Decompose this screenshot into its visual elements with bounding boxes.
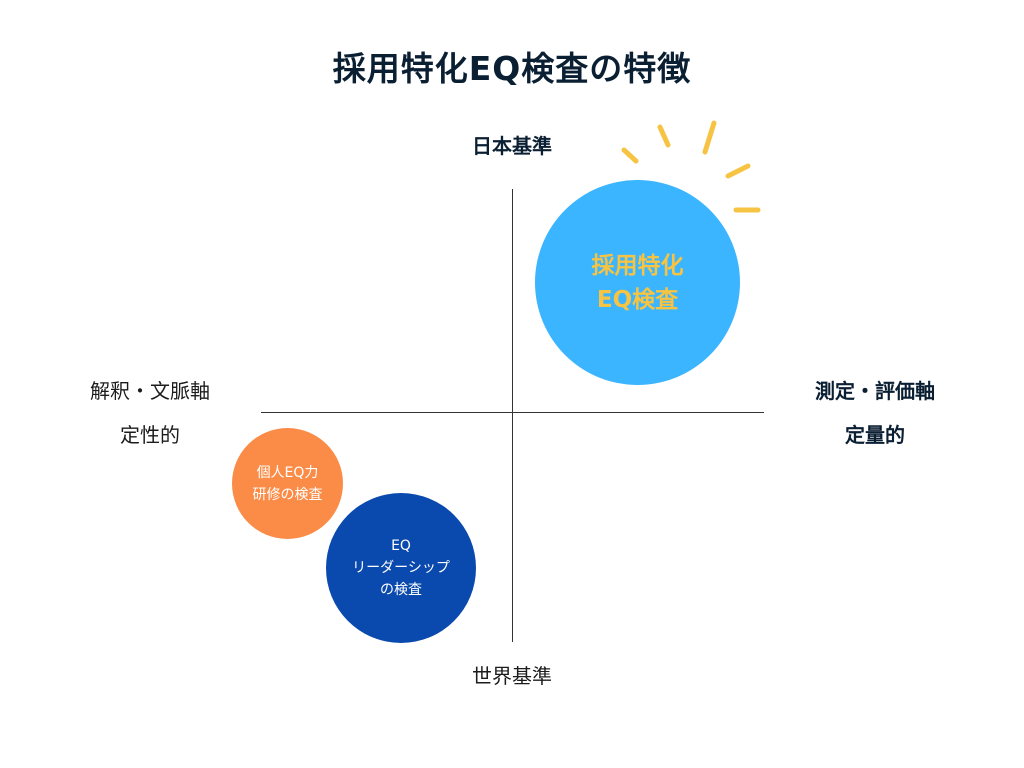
axis-label-right: 測定・評価軸 定量的	[765, 369, 985, 457]
bubble-blue-line-3: の検査	[380, 582, 422, 598]
sparkle-icon	[621, 120, 761, 213]
bubble-orange-line-1: 個人EQ力	[256, 464, 319, 481]
vertical-axis	[512, 189, 513, 642]
axis-label-top: 日本基準	[472, 134, 552, 158]
bubble-blue-line-2: リーダーシップ	[352, 560, 450, 576]
axis-label-left-line-1: 解釈・文脈軸	[90, 379, 210, 403]
bubble-orange-line-2: 研修の検査	[252, 486, 323, 503]
bubble-blue-line-1: EQ	[391, 538, 411, 554]
page-title: 採用特化EQ検査の特徴	[332, 49, 692, 88]
bubble-main-line-1: 採用特化	[591, 252, 684, 279]
bubble-individual-eq-training: 個人EQ力 研修の検査	[232, 428, 343, 539]
bubble-main-line-2: EQ検査	[596, 286, 679, 313]
axis-label-left-line-2: 定性的	[120, 423, 180, 447]
bubble-recruitment-eq-test: 採用特化 EQ検査	[535, 180, 740, 385]
axis-label-right-line-2: 定量的	[845, 423, 905, 447]
horizontal-axis	[261, 412, 764, 413]
axis-label-right-line-1: 測定・評価軸	[815, 379, 935, 403]
axis-label-left: 解釈・文脈軸 定性的	[40, 369, 260, 457]
axis-label-bottom: 世界基準	[472, 664, 552, 688]
bubble-eq-leadership-test: EQ リーダーシップ の検査	[326, 493, 476, 643]
